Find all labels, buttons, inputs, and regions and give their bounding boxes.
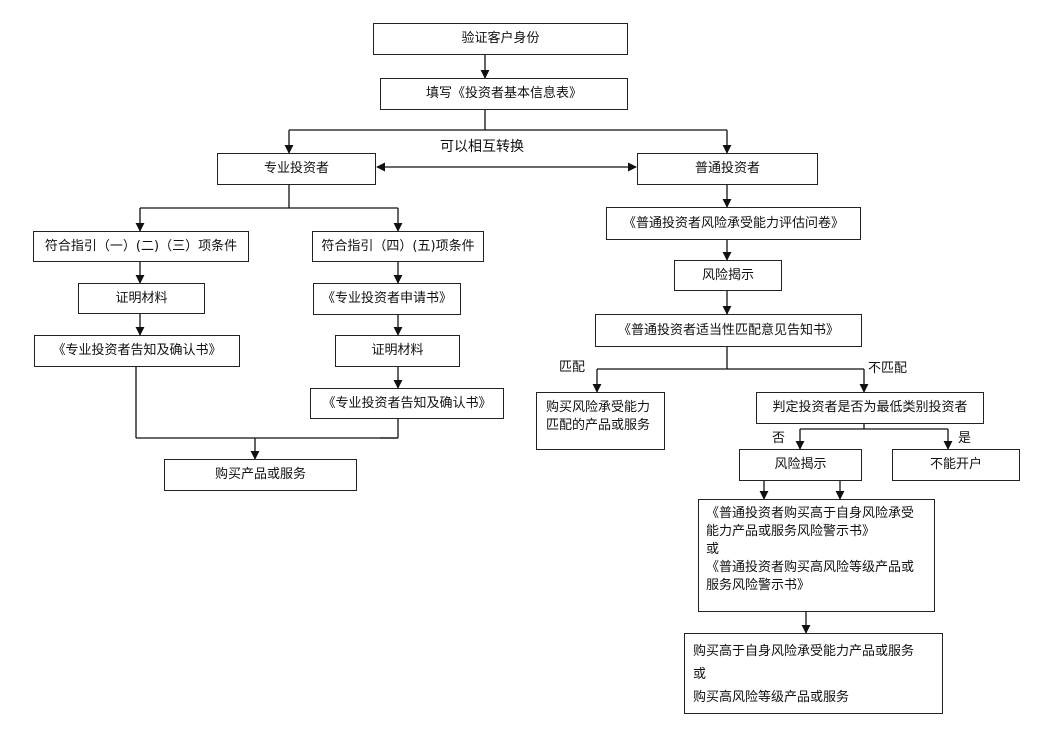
buy-products-box: 购买产品或服务 — [164, 459, 357, 491]
proof-materials-box-b: 证明材料 — [335, 335, 460, 367]
warning-line-3: 或 — [706, 542, 720, 557]
warning-letters-box: 《普通投资者购买高于自身风险承受 能力产品或服务风险警示书》 或 《普通投资者购… — [698, 499, 935, 612]
cond-45-box: 符合指引（四）(五)项条件 — [312, 231, 484, 262]
fill-form-text: 填写《投资者基本信息表》 — [425, 86, 582, 101]
risk-disclosure-text-1: 风险揭示 — [701, 267, 754, 283]
verify-identity-box: 验证客户身份 — [373, 23, 628, 55]
cond-45-text: 符合指引（四）(五)项条件 — [321, 238, 475, 254]
risk-disclosure-box-1: 风险揭示 — [674, 260, 782, 291]
buy-products-text: 购买产品或服务 — [214, 467, 306, 482]
warning-line-4: 《普通投资者购买高风险等级产品或 — [706, 560, 915, 575]
final-purchase-line-2: 或 — [693, 667, 707, 682]
mutual-conversion-label: 可以相互转换 — [440, 139, 524, 155]
risk-disclosure-box-2: 风险揭示 — [739, 449, 862, 481]
cond-123-box: 符合指引（一）(二)（三）项条件 — [33, 231, 249, 262]
risk-questionnaire-text: 《普通投资者风险承受能力评估问卷》 — [622, 215, 844, 231]
risk-questionnaire-box: 《普通投资者风险承受能力评估问卷》 — [606, 207, 861, 240]
verify-identity-text: 验证客户身份 — [461, 31, 540, 46]
final-purchase-line-3: 购买高风险等级产品或服务 — [693, 690, 850, 705]
buy-matched-line-1: 购买风险承受能力 — [546, 400, 651, 415]
lowest-category-check-text: 判定投资者是否为最低类别投资者 — [772, 400, 968, 415]
notice-confirm-box-a: 《专业投资者告知及确认书》 — [34, 335, 240, 367]
risk-disclosure-text-2: 风险揭示 — [774, 457, 827, 472]
professional-investor-box: 专业投资者 — [217, 153, 376, 185]
application-text: 《专业投资者申请书》 — [321, 291, 452, 306]
suitability-notice-box: 《普通投资者适当性匹配意见告知书》 — [595, 314, 862, 347]
ordinary-investor-box: 普通投资者 — [637, 153, 818, 185]
yes-label: 是 — [958, 431, 972, 446]
notice-confirm-text-a: 《专业投资者告知及确认书》 — [52, 343, 222, 358]
cannot-open-box: 不能开户 — [892, 449, 1020, 481]
cond-123-text: 符合指引（一）(二)（三）项条件 — [44, 238, 238, 254]
ordinary-investor-text: 普通投资者 — [694, 161, 760, 176]
notice-confirm-text-b: 《专业投资者告知及确认书》 — [322, 395, 492, 411]
mismatch-label: 不匹配 — [868, 361, 908, 376]
final-purchase-line-1: 购买高于自身风险承受能力产品或服务 — [693, 644, 915, 659]
match-label: 匹配 — [559, 360, 586, 375]
lowest-category-check-box: 判定投资者是否为最低类别投资者 — [756, 392, 984, 424]
professional-investor-text: 专业投资者 — [263, 161, 329, 176]
cannot-open-text: 不能开户 — [929, 457, 982, 472]
notice-confirm-box-b: 《专业投资者告知及确认书》 — [310, 388, 504, 419]
proof-materials-box-a: 证明材料 — [78, 283, 205, 314]
fill-form-box: 填写《投资者基本信息表》 — [380, 78, 628, 110]
suitability-notice-text: 《普通投资者适当性匹配意见告知书》 — [617, 322, 839, 338]
proof-materials-text-a: 证明材料 — [115, 290, 168, 306]
warning-line-2: 能力产品或服务风险警示书》 — [706, 524, 876, 539]
proof-materials-text-b: 证明材料 — [371, 343, 424, 358]
final-purchase-box: 购买高于自身风险承受能力产品或服务 或 购买高风险等级产品或服务 — [684, 633, 943, 714]
warning-line-5: 服务风险警示书》 — [706, 578, 811, 593]
buy-matched-line-2: 匹配的产品或服务 — [546, 418, 651, 433]
warning-line-1: 《普通投资者购买高于自身风险承受 — [706, 506, 915, 521]
no-label: 否 — [772, 431, 786, 446]
application-box: 《专业投资者申请书》 — [313, 283, 461, 315]
buy-matched-box: 购买风险承受能力 匹配的产品或服务 — [536, 392, 665, 450]
